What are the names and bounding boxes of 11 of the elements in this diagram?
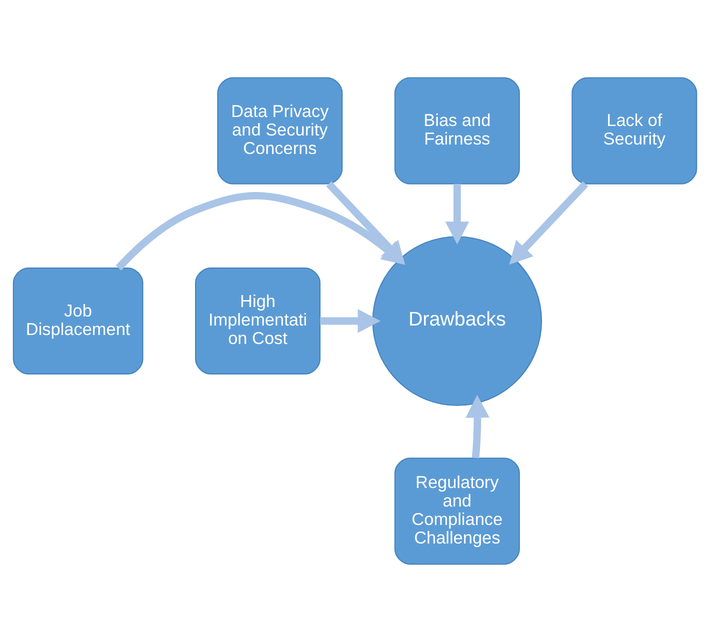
node-box: Bias and Fairness: [394, 77, 520, 184]
arrow: [466, 394, 490, 458]
node-box: High Implementati on Cost: [195, 267, 321, 375]
node-box: Job Displacement: [12, 267, 144, 375]
node-circle: Drawbacks: [372, 236, 542, 406]
arrow: [445, 184, 470, 244]
node-box: Regulatory and Compliance Challenges: [394, 458, 520, 565]
arrow: [509, 181, 588, 265]
node-box: Data Privacy and Security Concerns: [217, 77, 343, 184]
arrow: [320, 309, 380, 333]
node-box: Lack of Security: [572, 77, 698, 184]
